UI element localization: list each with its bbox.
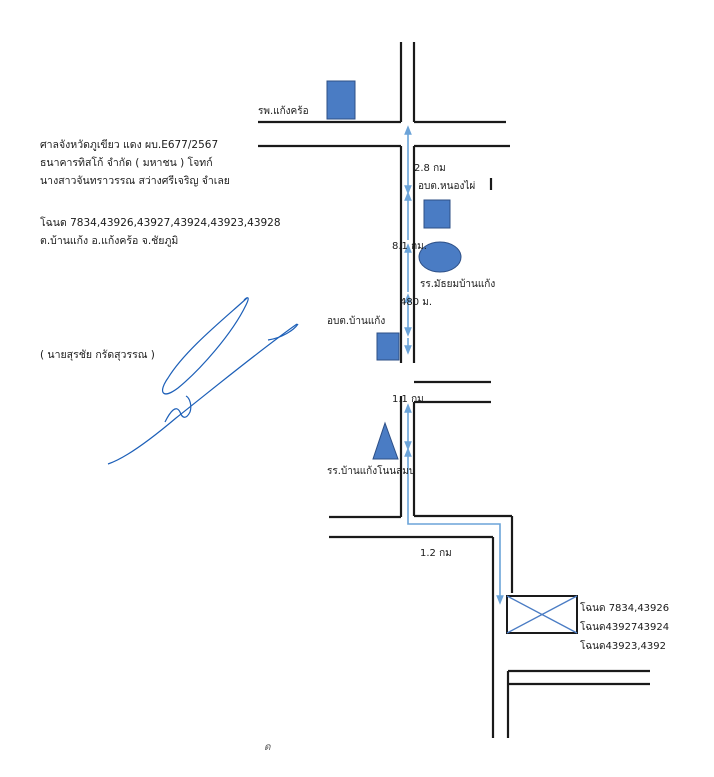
deed-numbers-line: โฉนด 7834,43926,43927,43924,43923,43928 [40,217,281,229]
property-info: โฉนด 7834,43926,43927,43924,43923,43928 … [40,214,281,250]
signature-initials [164,395,192,423]
page-mark: ด [264,742,271,753]
route-arrows [404,125,504,605]
parcel-deed-label: โฉนด4392743924 [580,622,670,633]
target-parcel [506,595,578,634]
parcel-deed-label: โฉนด 7834,43926 [580,603,670,614]
nongphai-office-label: อบต.หนองไผ่ [418,181,476,192]
banhaeng-office-marker [376,332,400,361]
distance-label: 8.1 กม. [392,241,427,252]
secondary-school-marker [418,241,462,273]
secondary-school-label: รร.มัธยมบ้านแก้ง [420,279,496,290]
plaintiff-line: ธนาคารทิสโก้ จำกัด ( มหาชน ) โจทก์ [40,157,213,169]
banhaeng-office-label: อบต.บ้านแก้ง [327,316,386,327]
parcel-cross-line [506,595,578,634]
hospital-marker [326,80,356,120]
school-label: รร.บ้านแก้งโนนสมบ [327,466,416,477]
distance-label: 480 ม. [400,297,433,308]
signature [107,297,299,465]
parcel-deed-label: โฉนด43923,4392 [580,641,666,652]
school-triangle-marker [372,421,399,460]
signature-tail [267,323,299,341]
distance-label: 1.1 กม [392,394,424,405]
court-case-line: ศาลจังหวัดภูเขียว แดง ผบ.E677/2567 [40,139,219,151]
signer-name: ( นายสุรชัย กรัดสุวรรณ ) [40,349,155,361]
signature-stroke [107,323,298,465]
route-arrow-1-2km [404,447,504,605]
location-line: ต.บ้านแก้ง อ.แก้งคร้อ จ.ชัยภูมิ [40,235,179,247]
signature-loop [161,297,249,395]
nongphai-office-marker [423,199,451,229]
hospital-label: รพ.แก้งคร้อ [258,106,309,117]
defendant-line: นางสาวจันทราวรรณ สว่างศรีเจริญ จำเลย [40,175,230,187]
distance-label: 1.2 กม [420,548,452,559]
case-info: ศาลจังหวัดภูเขียว แดง ผบ.E677/2567 ธนาคา… [40,136,230,190]
distance-label: 2.8 กม [414,163,446,174]
